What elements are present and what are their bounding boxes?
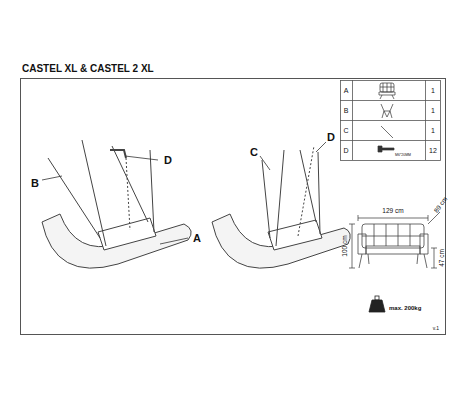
table-cell: B [344,107,349,114]
callout-letter: C [250,147,258,158]
table-cell: A [344,87,349,94]
sofa-sketch [358,224,428,268]
leader-lines [42,142,326,244]
frame [21,79,446,335]
table-cell: 12 [429,147,437,154]
callout-letter: A [193,233,201,244]
callout-letter: D [164,155,172,166]
chair-figure-right [212,146,350,268]
load-note: max. 200kg [389,305,421,311]
chair-figure-left [42,140,191,268]
table-cell: 1 [431,107,435,114]
dimension: 129 cm [382,208,403,215]
title: CASTEL XL & CASTEL 2 XL [22,64,154,74]
table-icons [378,83,395,152]
table-cell: M6*20MM [395,154,411,158]
dimension: 47 cm [439,249,446,267]
table-cell: D [343,147,348,154]
weight-icon [369,296,385,312]
callout-letter: D [327,132,335,143]
dimension-lines [349,212,440,268]
dimension: 89 cm [433,196,448,214]
dimension: 100 cm [342,235,349,256]
parts-table [340,80,441,161]
version-note: v.1 [433,326,439,331]
table-cell: 1 [431,87,435,94]
callout-letter: B [31,178,39,189]
table-cell: C [343,127,348,134]
table-cell: 1 [431,127,435,134]
